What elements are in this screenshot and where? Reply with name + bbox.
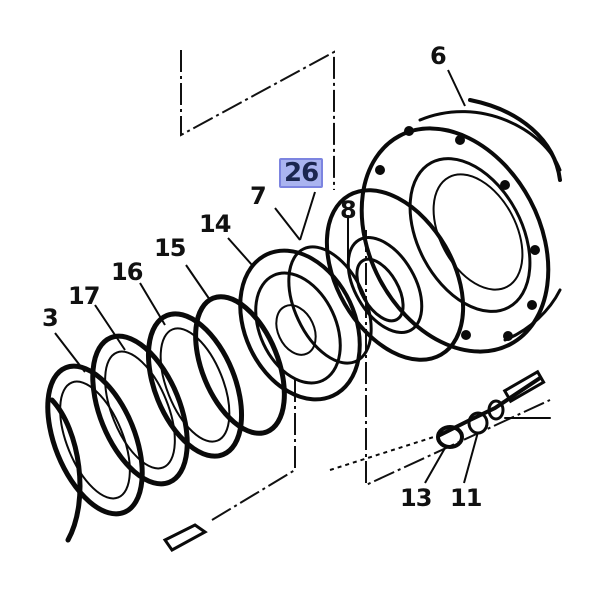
- part-label-3: 3: [42, 304, 59, 332]
- part-label-26-highlighted[interactable]: 26: [279, 158, 324, 188]
- part-label-16: 16: [111, 258, 143, 286]
- part-label-17: 17: [68, 282, 100, 310]
- hub-housing: [359, 98, 562, 354]
- part-label-11: 11: [450, 484, 482, 512]
- assembly-guide-lines: [180, 50, 551, 521]
- part-label-6: 6: [430, 42, 447, 70]
- part-label-8: 8: [340, 196, 357, 224]
- leader-lines: [54, 69, 479, 484]
- friction-rings: [45, 294, 287, 543]
- clutch-gear-assembly: [238, 245, 373, 402]
- bolt-nut-parts: [162, 369, 551, 552]
- part-label-15: 15: [154, 234, 186, 262]
- part-label-14: 14: [199, 210, 231, 238]
- part-label-7: 7: [250, 182, 267, 210]
- part-label-13: 13: [400, 484, 432, 512]
